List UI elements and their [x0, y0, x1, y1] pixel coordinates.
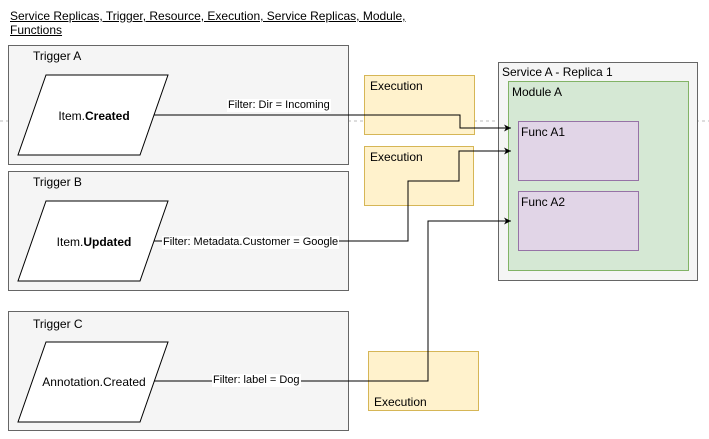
execution-label-2: Execution — [370, 150, 423, 164]
resource-text-item-updated: Item.Updated — [56, 235, 132, 249]
edge-label-filter-b: Filter: Metadata.Customer = Google — [162, 236, 340, 249]
function-box-a2[interactable] — [518, 191, 639, 251]
resource-shape-annotation-created — [17, 341, 169, 423]
function-box-a1[interactable] — [518, 121, 639, 181]
execution-box-2[interactable] — [364, 146, 474, 206]
execution-label-1: Execution — [370, 79, 423, 93]
function-label-a2: Func A2 — [521, 195, 566, 209]
resource-shape-item-updated — [17, 200, 169, 282]
function-label-a1: Func A1 — [521, 125, 566, 139]
module-label: Module A — [512, 85, 563, 99]
edge-trigger-b-to-func-a1 — [154, 147, 511, 242]
diagram-title: Service Replicas, Trigger, Resource, Exe… — [10, 9, 406, 37]
execution-box-1[interactable] — [364, 75, 475, 135]
resource-text-item-created: Item.Created — [58, 109, 130, 123]
trigger-c-label: Trigger C — [33, 317, 83, 331]
execution-label-3: Execution — [374, 395, 427, 409]
service-label: Service A - Replica 1 — [502, 65, 613, 79]
resource-shape-item-created — [17, 74, 169, 156]
trigger-a-label: Trigger A — [33, 49, 82, 63]
edge-trigger-a-to-func-a1 — [154, 114, 511, 132]
trigger-b-label: Trigger B — [33, 175, 82, 189]
edge-label-filter-c: Filter: label = Dog — [212, 374, 301, 387]
resource-text-annotation-created: Annotation.Created — [42, 375, 146, 389]
edge-label-filter-a: Filter: Dir = Incoming — [227, 99, 331, 112]
